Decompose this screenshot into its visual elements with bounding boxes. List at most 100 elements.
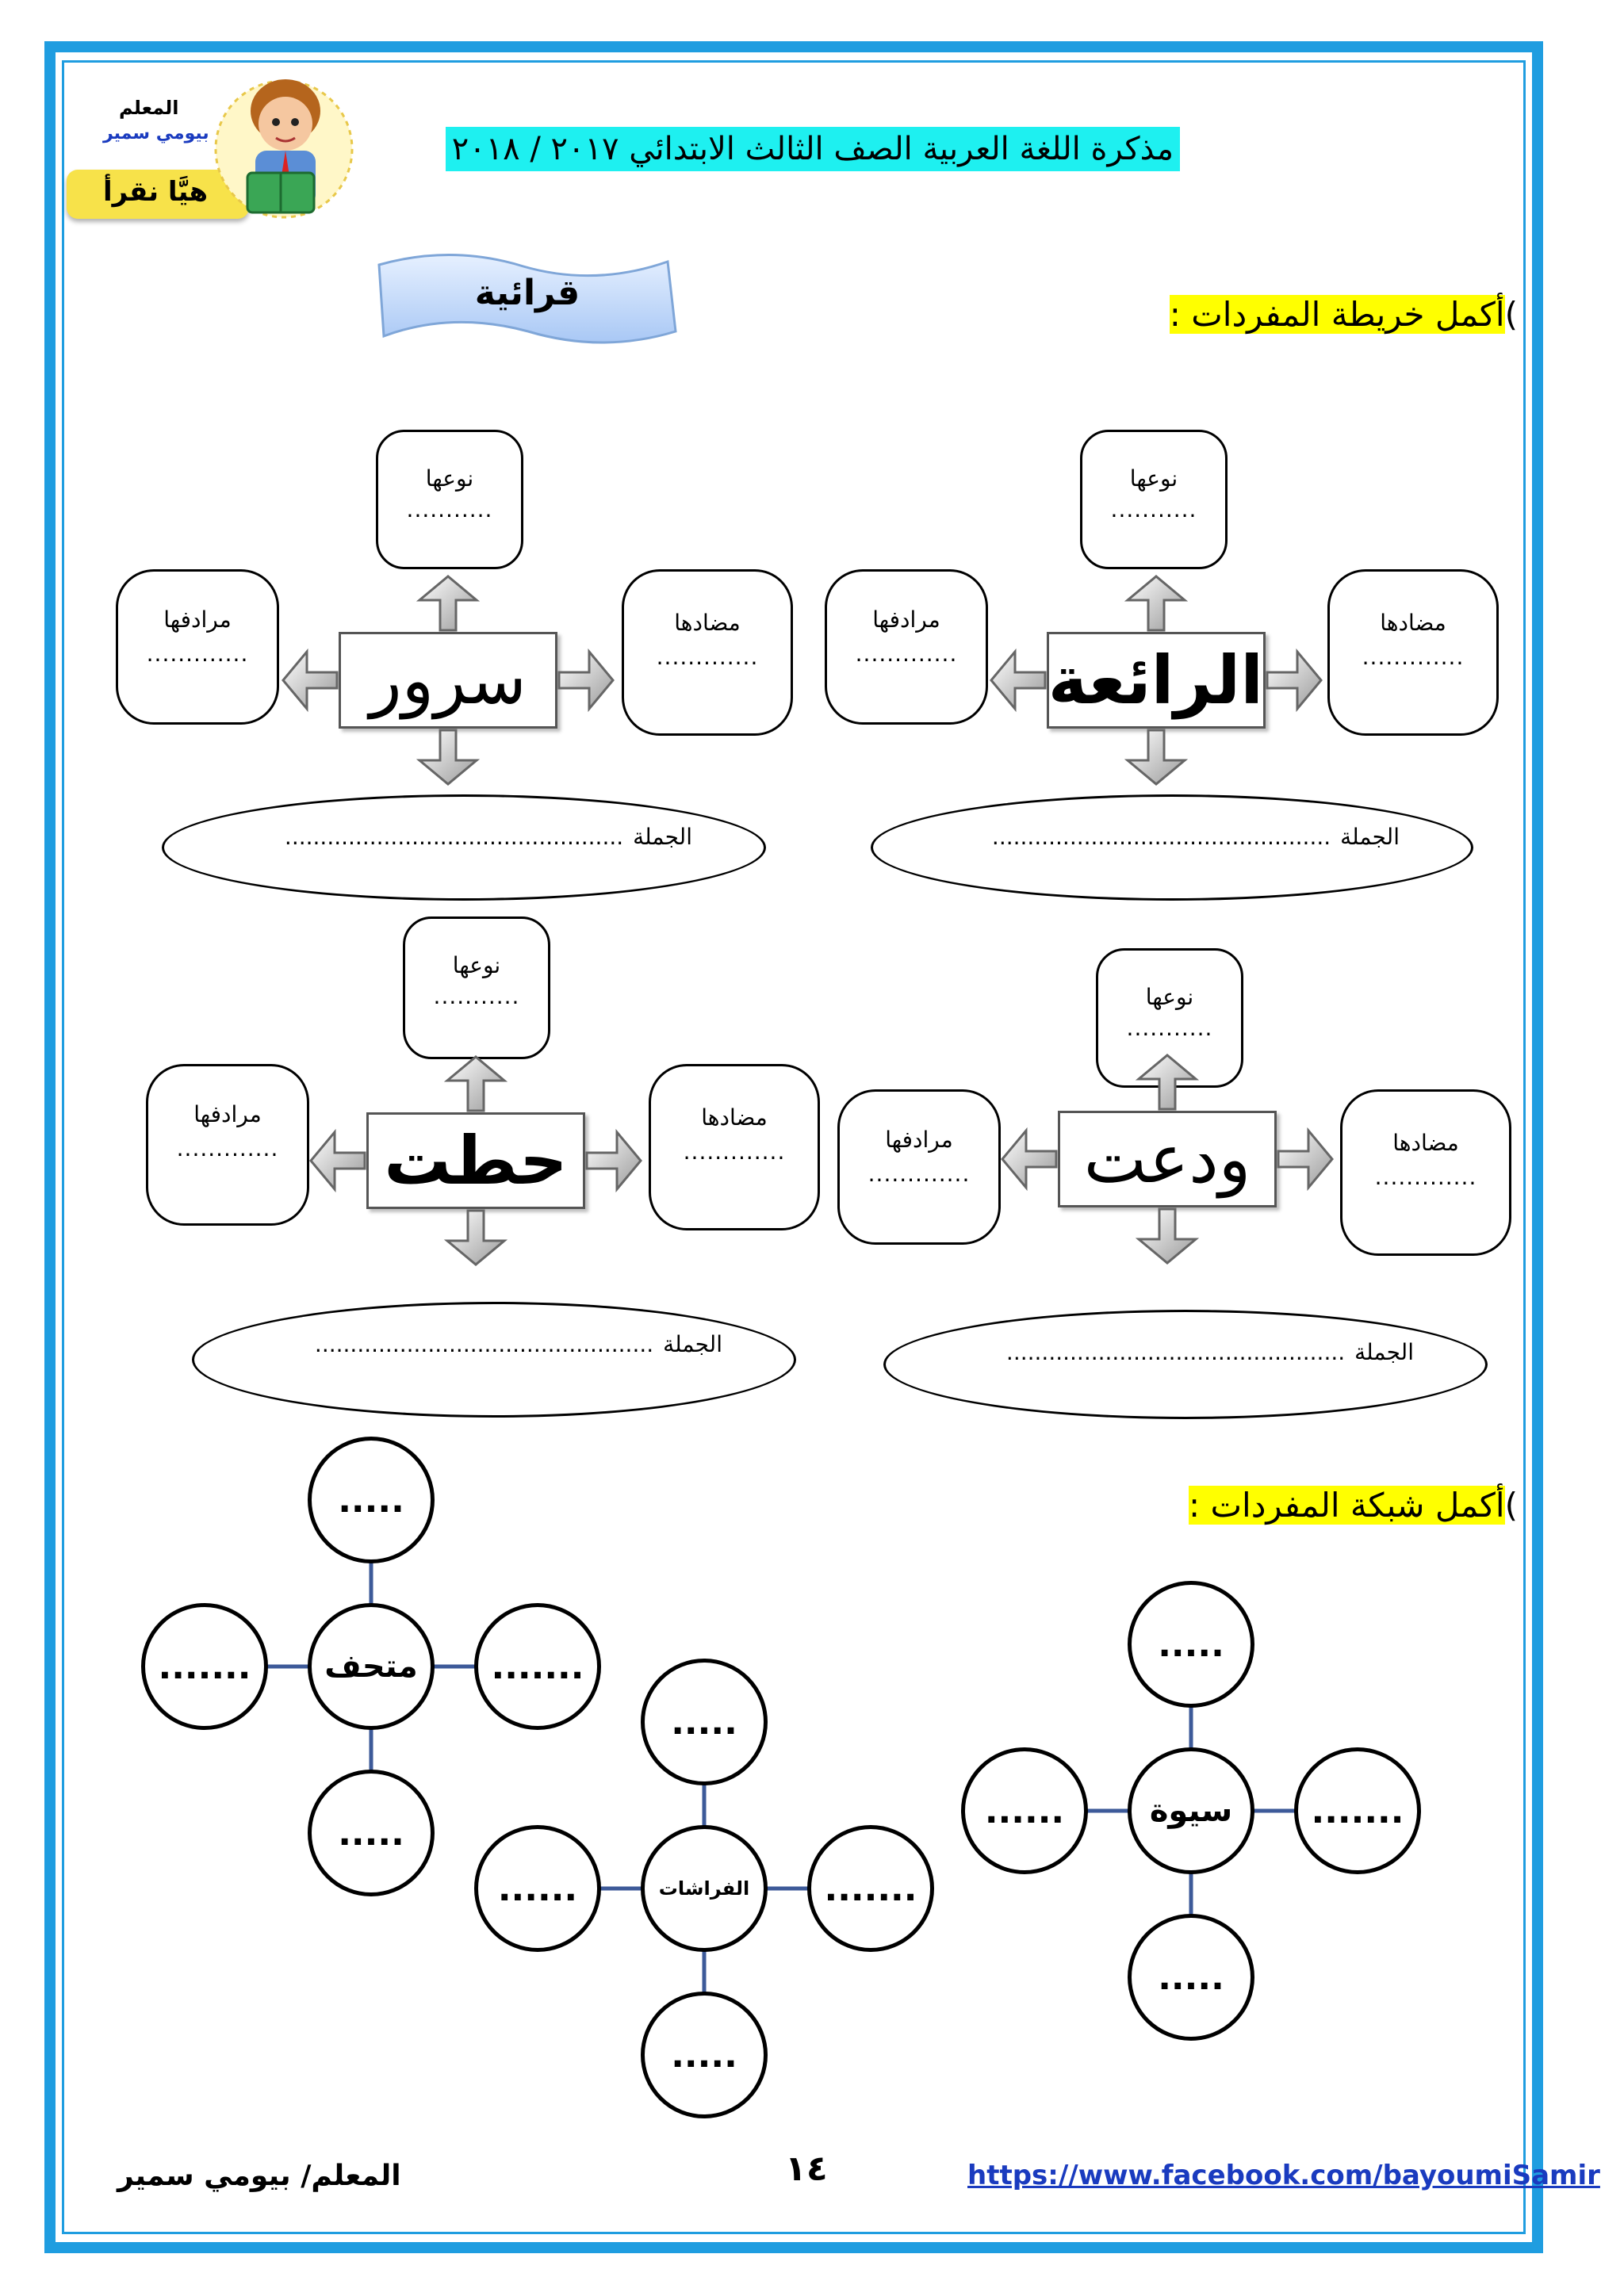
web-left-circle[interactable]: ...... [474, 1825, 601, 1952]
map-synonym-box[interactable]: مرادفها............. [146, 1064, 309, 1226]
map-antonym-box[interactable]: مضادها............. [1340, 1089, 1511, 1256]
map-sentence-box[interactable]: الجملة..................................… [192, 1302, 796, 1418]
web-left-dots: ....... [158, 1646, 251, 1687]
map-type-box[interactable]: نوعها........... [1096, 948, 1243, 1088]
web-center-circle: متحف [308, 1603, 435, 1730]
map-center-box: الرائعة [1047, 632, 1266, 729]
web-top-circle[interactable]: ..... [1128, 1581, 1254, 1708]
web-top-circle[interactable]: ..... [308, 1437, 435, 1563]
map-center-box: سرور [339, 632, 557, 729]
web-right-dots: ....... [1311, 1790, 1404, 1831]
web-top-dots: ..... [338, 1479, 404, 1521]
map-antonym-label: مضادها [701, 1104, 768, 1131]
worksheet-title: مذكرة اللغة العربية الصف الثالث الابتدائ… [445, 127, 1180, 171]
page-border [44, 41, 1543, 2253]
web-right-dots: ....... [491, 1646, 584, 1687]
map-type-dots: ........... [406, 496, 493, 522]
map-antonym-box[interactable]: مضادها............. [622, 569, 793, 736]
web-bottom-circle[interactable]: ..... [308, 1770, 435, 1896]
map-antonym-dots: ............. [683, 1138, 786, 1165]
map-synonym-box[interactable]: مرادفها............. [825, 569, 988, 725]
map-sentence-dots: ........................................… [314, 1331, 654, 1357]
web-left-circle[interactable]: ....... [141, 1603, 268, 1730]
web-left-dots: ...... [497, 1868, 578, 1909]
map-synonym-dots: ............. [868, 1161, 971, 1187]
map-type-box[interactable]: نوعها........... [1080, 430, 1228, 569]
logo-banner [67, 170, 249, 219]
task2-text: أكمل شبكة المفردات : [1188, 1486, 1505, 1525]
map-sentence-dots: ........................................… [991, 824, 1331, 850]
logo-teacher-label: المعلم [119, 97, 179, 119]
web-top-dots: ..... [671, 1701, 737, 1743]
map-synonym-box[interactable]: مرادفها............. [116, 569, 279, 725]
map-type-box[interactable]: نوعها........... [376, 430, 523, 569]
web-bottom-dots: ..... [671, 2034, 737, 2076]
page-number: ١٤ [785, 2149, 828, 2189]
map-antonym-label: مضادها [1380, 610, 1446, 636]
map-sentence-dots: ........................................… [284, 824, 624, 850]
web-bottom-circle[interactable]: ..... [1128, 1914, 1254, 2041]
map-type-dots: ........... [1126, 1015, 1213, 1041]
footer-teacher: المعلم/ بيومي سمير [117, 2160, 401, 2192]
map-synonym-label: مرادفها [163, 607, 232, 633]
web-right-circle[interactable]: ....... [1294, 1747, 1421, 1874]
web-bottom-circle[interactable]: ..... [641, 1992, 768, 2118]
task2-paren: ) [1504, 1486, 1518, 1525]
logo-text: هيَّا نقرأ [103, 176, 209, 208]
map-type-label: نوعها [1145, 984, 1194, 1010]
task1-text: أكمل خريطة المفردات : [1169, 295, 1505, 334]
web-center-circle: سيوة [1128, 1747, 1254, 1874]
facebook-link[interactable]: https://www.facebook.com/bayoumiSamir [967, 2160, 1600, 2191]
map-antonym-label: مضادها [1392, 1130, 1459, 1156]
map-type-dots: ........... [1110, 496, 1197, 522]
map-sentence-box[interactable]: الجملة..................................… [162, 794, 766, 901]
web-center-word: سيوة [1149, 1793, 1233, 1829]
map-synonym-dots: ............. [176, 1135, 279, 1161]
map-center-word: ودعت [1083, 1120, 1251, 1198]
web-right-circle[interactable]: ....... [474, 1603, 601, 1730]
map-synonym-label: مرادفها [872, 607, 940, 633]
map-synonym-label: مرادفها [885, 1127, 953, 1153]
task1-paren: ) [1504, 295, 1518, 334]
map-sentence-box[interactable]: الجملة..................................… [883, 1310, 1488, 1419]
map-sentence-label: الجملة [663, 1331, 722, 1357]
banner-label: قرائية [474, 273, 580, 313]
map-synonym-dots: ............. [855, 641, 958, 667]
web-top-circle[interactable]: ..... [641, 1659, 768, 1785]
web-center-word: الفراشات [658, 1877, 750, 1900]
web-right-dots: ....... [824, 1868, 917, 1909]
web-left-dots: ...... [984, 1790, 1065, 1831]
map-sentence-row: الجملة..................................… [285, 824, 692, 850]
map-sentence-row: الجملة..................................… [992, 824, 1400, 850]
map-synonym-label: مرادفها [193, 1101, 262, 1127]
web-bottom-dots: ..... [1158, 1957, 1224, 1998]
map-type-label: نوعها [452, 952, 501, 978]
web-center-word: متحف [324, 1648, 418, 1685]
map-type-label: نوعها [425, 465, 474, 492]
reading-boy-illustration [214, 79, 354, 219]
map-center-word: الرائعة [1048, 641, 1263, 719]
map-synonym-dots: ............. [146, 641, 249, 667]
map-synonym-box[interactable]: مرادفها............. [837, 1089, 1001, 1245]
map-sentence-label: الجملة [1354, 1339, 1414, 1365]
map-type-label: نوعها [1129, 465, 1178, 492]
map-sentence-box[interactable]: الجملة..................................… [871, 794, 1473, 901]
map-center-box: حطت [366, 1112, 585, 1209]
map-antonym-box[interactable]: مضادها............. [649, 1064, 820, 1230]
web-center-circle: الفراشات [641, 1825, 768, 1952]
map-center-box: ودعت [1058, 1111, 1277, 1207]
map-center-word: سرور [370, 641, 527, 719]
map-type-dots: ........... [433, 983, 520, 1009]
web-top-dots: ..... [1158, 1624, 1224, 1665]
map-sentence-row: الجملة..................................… [315, 1331, 722, 1357]
map-sentence-label: الجملة [633, 824, 692, 850]
web-left-circle[interactable]: ...... [961, 1747, 1088, 1874]
task2-instruction: )أكمل شبكة المفردات : [1188, 1486, 1518, 1525]
web-bottom-dots: ..... [338, 1812, 404, 1854]
map-sentence-label: الجملة [1340, 824, 1400, 850]
map-antonym-box[interactable]: مضادها............. [1327, 569, 1499, 736]
map-antonym-dots: ............. [1374, 1164, 1477, 1190]
map-type-box[interactable]: نوعها........... [403, 916, 550, 1059]
page-inner-border [62, 60, 1526, 2234]
web-right-circle[interactable]: ....... [807, 1825, 934, 1952]
